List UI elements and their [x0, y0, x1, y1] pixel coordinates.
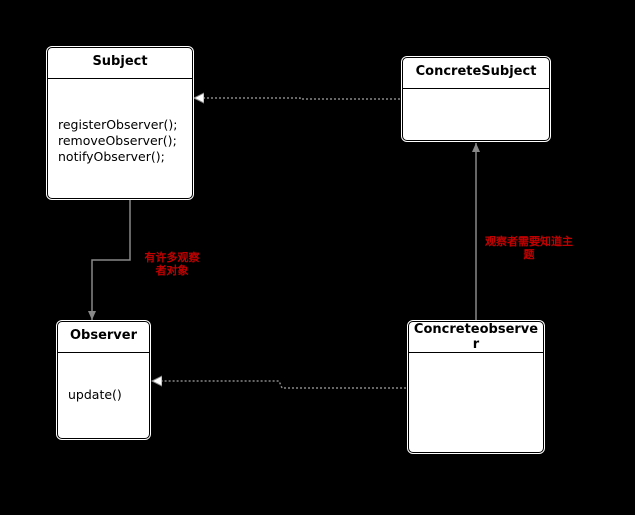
class-concrete-observer[interactable]: Concreteobserver	[408, 321, 544, 453]
class-subject-methods: registerObserver(); removeObserver(); no…	[48, 79, 192, 165]
class-concrete-subject[interactable]: ConcreteSubject	[402, 57, 550, 141]
method-remove-observer: removeObserver();	[58, 133, 177, 148]
method-register-observer: registerObserver();	[58, 117, 178, 132]
class-subject[interactable]: Subject registerObserver(); removeObserv…	[47, 47, 193, 199]
relation-concrete-subject-to-subject	[194, 98, 400, 99]
class-observer[interactable]: Observer update()	[57, 321, 150, 439]
method-update: update()	[68, 387, 122, 402]
note-subject-observer: 有许多观察者对象	[144, 251, 200, 277]
class-concrete-observer-title: Concreteobserver	[409, 322, 543, 353]
class-observer-methods: update()	[58, 353, 149, 403]
relation-concrete-observer-to-observer	[152, 381, 406, 389]
relation-subject-to-observer	[88, 200, 131, 320]
class-subject-title: Subject	[48, 48, 192, 79]
class-observer-title: Observer	[58, 322, 149, 353]
class-concrete-subject-title: ConcreteSubject	[403, 58, 549, 89]
note-observer-subject: 观察者需要知道主题	[485, 235, 573, 261]
method-notify-observer: notifyObserver();	[58, 149, 165, 164]
